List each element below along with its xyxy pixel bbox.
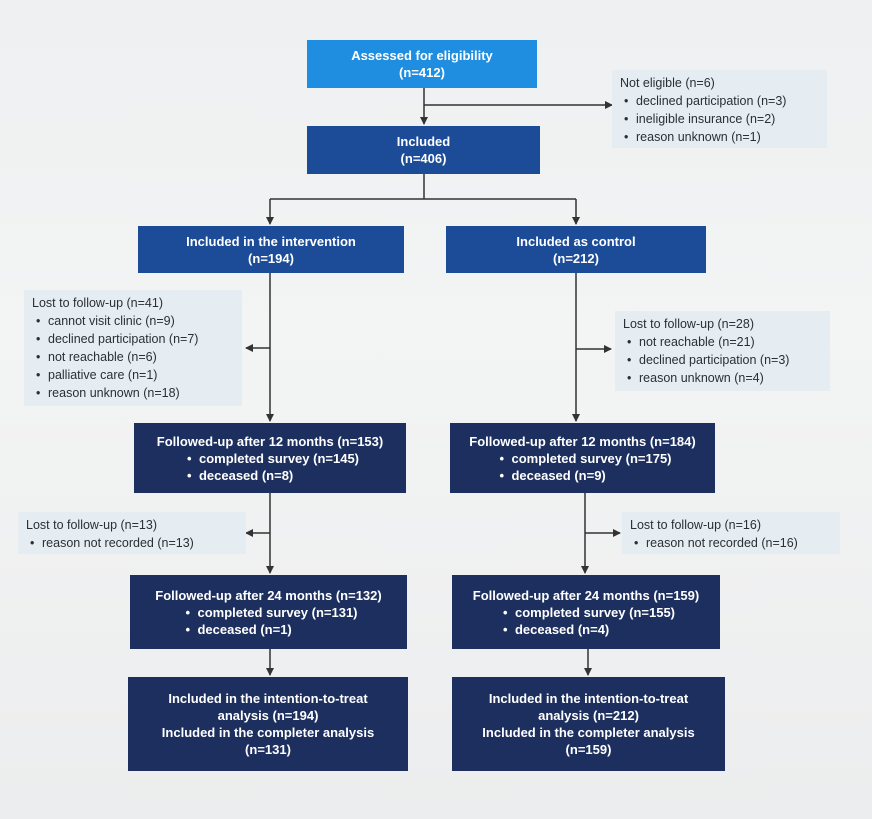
control-box: Included as control (n=212) <box>446 226 706 273</box>
control-count: (n=212) <box>553 250 599 266</box>
intervention-final-line3: Included in the completer analysis <box>161 725 375 740</box>
intervention-title: Included in the intervention <box>186 233 356 249</box>
list-item: reason unknown (n=1) <box>620 128 819 146</box>
control-final-line3: Included in the completer analysis <box>482 725 695 740</box>
control-fu24-box: Followed-up after 24 months (n=159) comp… <box>452 575 720 649</box>
included-box: Included (n=406) <box>307 126 540 174</box>
list-item: not reachable (n=6) <box>32 348 234 366</box>
list-item: deceased (n=4) <box>497 621 675 638</box>
list-item: not reachable (n=21) <box>623 333 822 351</box>
not-eligible-note: Not eligible (n=6) declined participatio… <box>612 70 827 148</box>
control-fu12-title: Followed-up after 12 months (n=184) <box>469 433 696 449</box>
intervention-final-line2: analysis (n=194) <box>217 708 319 723</box>
intervention-fu12-title: Followed-up after 12 months (n=153) <box>156 433 384 449</box>
intervention-fu24-title: Followed-up after 24 months (n=132) <box>155 587 382 603</box>
intervention-fu12-box: Followed-up after 12 months (n=153) comp… <box>134 423 406 493</box>
control-lost2-title: Lost to follow-up (n=16) <box>630 518 761 532</box>
list-item: palliative care (n=1) <box>32 366 234 384</box>
intervention-final-line4: (n=131) <box>245 742 291 757</box>
list-item: reason unknown (n=4) <box>623 369 822 387</box>
control-lost-note: Lost to follow-up (n=28) not reachable (… <box>615 311 830 391</box>
list-item: reason not recorded (n=13) <box>26 534 238 552</box>
control-final-line2: analysis (n=212) <box>538 708 639 723</box>
intervention-lost2-note: Lost to follow-up (n=13) reason not reco… <box>18 512 246 554</box>
list-item: declined participation (n=3) <box>620 92 819 110</box>
list-item: reason unknown (n=18) <box>32 384 234 402</box>
list-item: deceased (n=8) <box>181 467 359 484</box>
list-item: deceased (n=1) <box>179 621 357 638</box>
intervention-lost-note: Lost to follow-up (n=41) cannot visit cl… <box>24 290 242 406</box>
list-item: declined participation (n=3) <box>623 351 822 369</box>
intervention-final-box: Included in the intention-to-treat analy… <box>128 677 408 771</box>
list-item: cannot visit clinic (n=9) <box>32 312 234 330</box>
control-final-line1: Included in the intention-to-treat <box>488 691 689 706</box>
intervention-fu24-box: Followed-up after 24 months (n=132) comp… <box>130 575 407 649</box>
assessed-title: Assessed for eligibility <box>351 48 493 63</box>
intervention-count: (n=194) <box>248 250 294 266</box>
list-item: completed survey (n=131) <box>179 604 357 621</box>
included-count: (n=406) <box>400 151 447 166</box>
list-item: deceased (n=9) <box>493 467 671 484</box>
control-fu12-box: Followed-up after 12 months (n=184) comp… <box>450 423 715 493</box>
list-item: declined participation (n=7) <box>32 330 234 348</box>
assessed-box: Assessed for eligibility (n=412) <box>307 40 537 88</box>
control-lost-title: Lost to follow-up (n=28) <box>623 317 754 331</box>
control-final-box: Included in the intention-to-treat analy… <box>452 677 725 771</box>
intervention-box: Included in the intervention (n=194) <box>138 226 404 273</box>
control-fu24-title: Followed-up after 24 months (n=159) <box>472 587 700 603</box>
intervention-lost-title: Lost to follow-up (n=41) <box>32 296 163 310</box>
control-final-line4: (n=159) <box>565 742 612 757</box>
list-item: ineligible insurance (n=2) <box>620 110 819 128</box>
list-item: completed survey (n=145) <box>181 450 359 467</box>
list-item: completed survey (n=175) <box>493 450 671 467</box>
not-eligible-title: Not eligible (n=6) <box>620 76 715 90</box>
assessed-count: (n=412) <box>399 65 445 80</box>
included-title: Included <box>396 134 451 149</box>
list-item: reason not recorded (n=16) <box>630 534 832 552</box>
list-item: completed survey (n=155) <box>497 604 675 621</box>
intervention-lost2-title: Lost to follow-up (n=13) <box>26 518 157 532</box>
intervention-final-line1: Included in the intention-to-treat <box>168 691 368 706</box>
control-title: Included as control <box>516 233 636 249</box>
control-lost2-note: Lost to follow-up (n=16) reason not reco… <box>622 512 840 554</box>
